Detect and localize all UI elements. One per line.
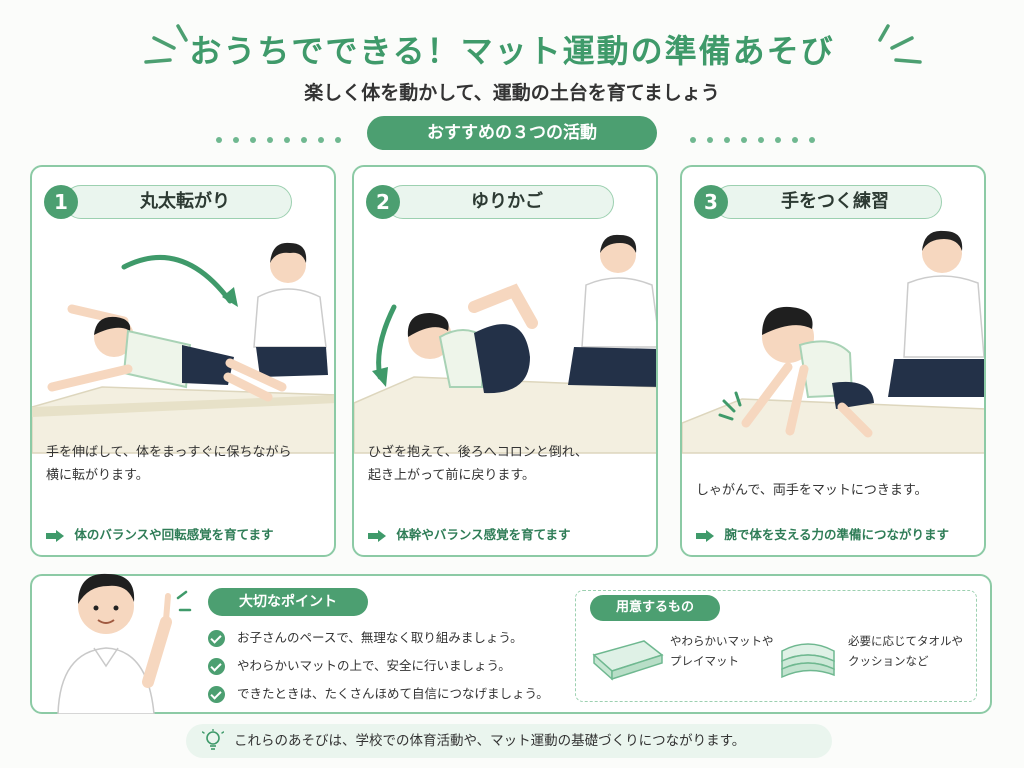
points-label: 大切なポイント	[208, 588, 368, 616]
activity-description: しゃがんで、両手をマットにつきます。	[696, 483, 928, 498]
activity-title: 手をつく練習	[714, 185, 942, 219]
hand-placement-illustration	[682, 230, 984, 454]
arrow-right-icon	[696, 529, 714, 542]
activity-number: 2	[366, 185, 400, 219]
key-points-panel: 大切なポイント お子さんのペースで、無理なく取り組みましょう。 やわらかいマット…	[30, 573, 992, 714]
activity-title: ゆりかご	[386, 185, 614, 219]
prep-box: 用意するもの やわらかいマットや プレイマット 必要に応じてタオルや クッション…	[575, 590, 977, 702]
arrow-right-icon	[368, 529, 386, 542]
check-icon	[208, 657, 225, 675]
activity-number: 3	[694, 185, 728, 219]
activity-description: 手を伸ばして、体をまっすぐに保ちながら 横に転がります。	[46, 445, 292, 483]
activity-effect: 体幹やバランス感覚を育てます	[368, 524, 654, 543]
lightbulb-icon	[202, 729, 224, 750]
activity-effect: 体のバランスや回転感覚を育てます	[46, 524, 332, 543]
activity-description: ひざを抱えて、後ろへコロンと倒れ、 起き上がって前に戻ります。	[368, 445, 588, 483]
decor-dots-left	[216, 128, 356, 143]
footer-text: これらのあそびは、学校での体育活動や、マット運動の基礎づくりにつながります。	[234, 733, 746, 749]
activity-card-cradle: ゆりかご 2 ひざを抱えて、後ろへコロンと倒れ、 起き上がって前に戻ります。 体…	[352, 165, 658, 557]
activity-number: 1	[44, 185, 78, 219]
mat-icon	[592, 640, 664, 681]
log-roll-illustration	[32, 242, 334, 454]
sparkle-right-icon	[878, 24, 922, 64]
teacher-pointing-illustration	[57, 573, 192, 714]
points-list: お子さんのペースで、無理なく取り組みましょう。 やわらかいマットの上で、安全に行…	[208, 624, 549, 708]
prep-item-towel: 必要に応じてタオルや クッションなど	[848, 634, 963, 668]
prep-label: 用意するもの	[590, 595, 720, 621]
list-item: お子さんのペースで、無理なく取り組みましょう。	[208, 624, 549, 652]
activity-card-log-roll: 丸太転がり 1 手を伸ばして、体をまっすぐに保ちながら 横に転がります。 体のバ…	[30, 165, 336, 557]
list-item: やわらかいマットの上で、安全に行いましょう。	[208, 652, 549, 680]
footer-note: これらのあそびは、学校での体育活動や、マット運動の基礎づくりにつながります。	[186, 724, 832, 758]
towel-icon	[781, 643, 835, 679]
check-icon	[208, 629, 225, 647]
activity-card-hand-placement: 手をつく練習 3 しゃがんで、両手をマットにつきます。 腕で体を支える力の準備に…	[680, 165, 986, 557]
decor-dots-right	[690, 128, 830, 143]
check-icon	[208, 685, 225, 703]
sparkle-left-icon	[144, 24, 188, 64]
activity-title: 丸太転がり	[64, 185, 292, 219]
activity-effect: 腕で体を支える力の準備につながります	[696, 524, 982, 543]
list-item: できたときは、たくさんほめて自信につなげましょう。	[208, 680, 549, 708]
prep-item-mat: やわらかいマットや プレイマット	[670, 634, 774, 668]
section-label: おすすめの３つの活動	[367, 116, 657, 150]
page-subtitle: 楽しく体を動かして、運動の土台を育てましょう	[304, 82, 720, 104]
page-title: おうちでできる！マット運動の準備あそび	[189, 32, 835, 70]
cradle-illustration	[354, 234, 656, 454]
arrow-right-icon	[46, 529, 64, 542]
